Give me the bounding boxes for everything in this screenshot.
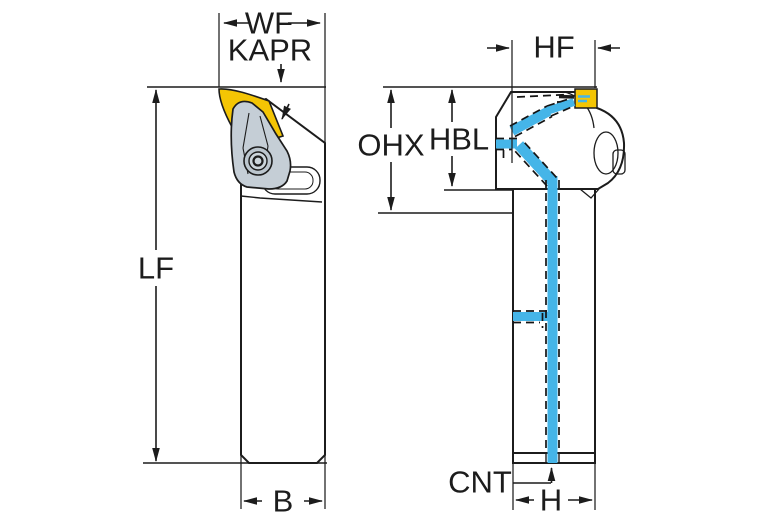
label-hf: HF [533, 30, 574, 65]
side-view-head-underside-line [240, 195, 323, 203]
dim-wf: WF [218, 6, 326, 143]
dim-cnt: CNT [448, 465, 556, 500]
label-wf: WF [245, 6, 293, 41]
front-view-head [495, 91, 626, 190]
dim-hf: HF [487, 30, 620, 163]
dim-b: B [240, 455, 326, 519]
label-ohx: OHX [357, 128, 425, 163]
label-cnt: CNT [448, 465, 512, 500]
dim-ohx: OHX [357, 89, 513, 214]
clamp-screw [243, 146, 273, 176]
dim-lf: LF [138, 89, 174, 462]
label-kapr: KAPR [228, 33, 312, 68]
label-lf: LF [138, 251, 174, 286]
label-h: H [540, 483, 562, 518]
dim-h: H [512, 463, 596, 518]
coolant-channels [496, 95, 590, 463]
front-view: HF OHX HBL CNT H [357, 30, 626, 518]
label-b: B [273, 484, 294, 519]
dim-hbl: HBL [429, 89, 513, 191]
cutting-insert-front [574, 88, 598, 109]
side-view: WF KAPR LF B [138, 6, 327, 519]
label-hbl: HBL [429, 122, 489, 157]
coolant-channel-dashed-outlines [496, 93, 575, 463]
dim-kapr: KAPR [228, 33, 312, 120]
insert-clamp [230, 100, 292, 190]
